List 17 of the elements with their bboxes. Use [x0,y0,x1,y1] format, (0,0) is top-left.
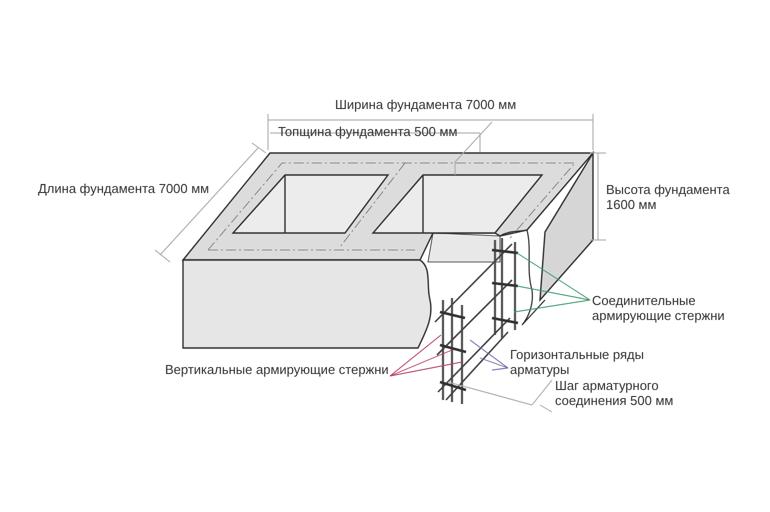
callout-label: Горизонтальные ряды арматуры [510,347,650,377]
dimension-label: Высота фундамента 1600 мм [606,182,731,212]
leader-line [514,300,590,312]
dimension-label: Длина фундамента 7000 мм [38,181,210,196]
leader-line [390,362,462,376]
leader-line [516,286,590,300]
dimension-label: Ширина фундамента 7000 мм [335,97,518,112]
leader-line [492,368,508,370]
leader-line [470,340,508,368]
dimension-label: Шаг арматурного соединения 500 мм [555,378,674,408]
dimension-label: Топщина фундамента 500 мм [278,124,458,139]
callout-label: Соединительные армирующие стержни [592,293,732,323]
leader-line [390,334,442,376]
callout-label: Вертикальные армирующие стержни [165,362,390,377]
leader-line [390,350,452,376]
leader-line [480,358,508,368]
leader-line [516,252,590,300]
